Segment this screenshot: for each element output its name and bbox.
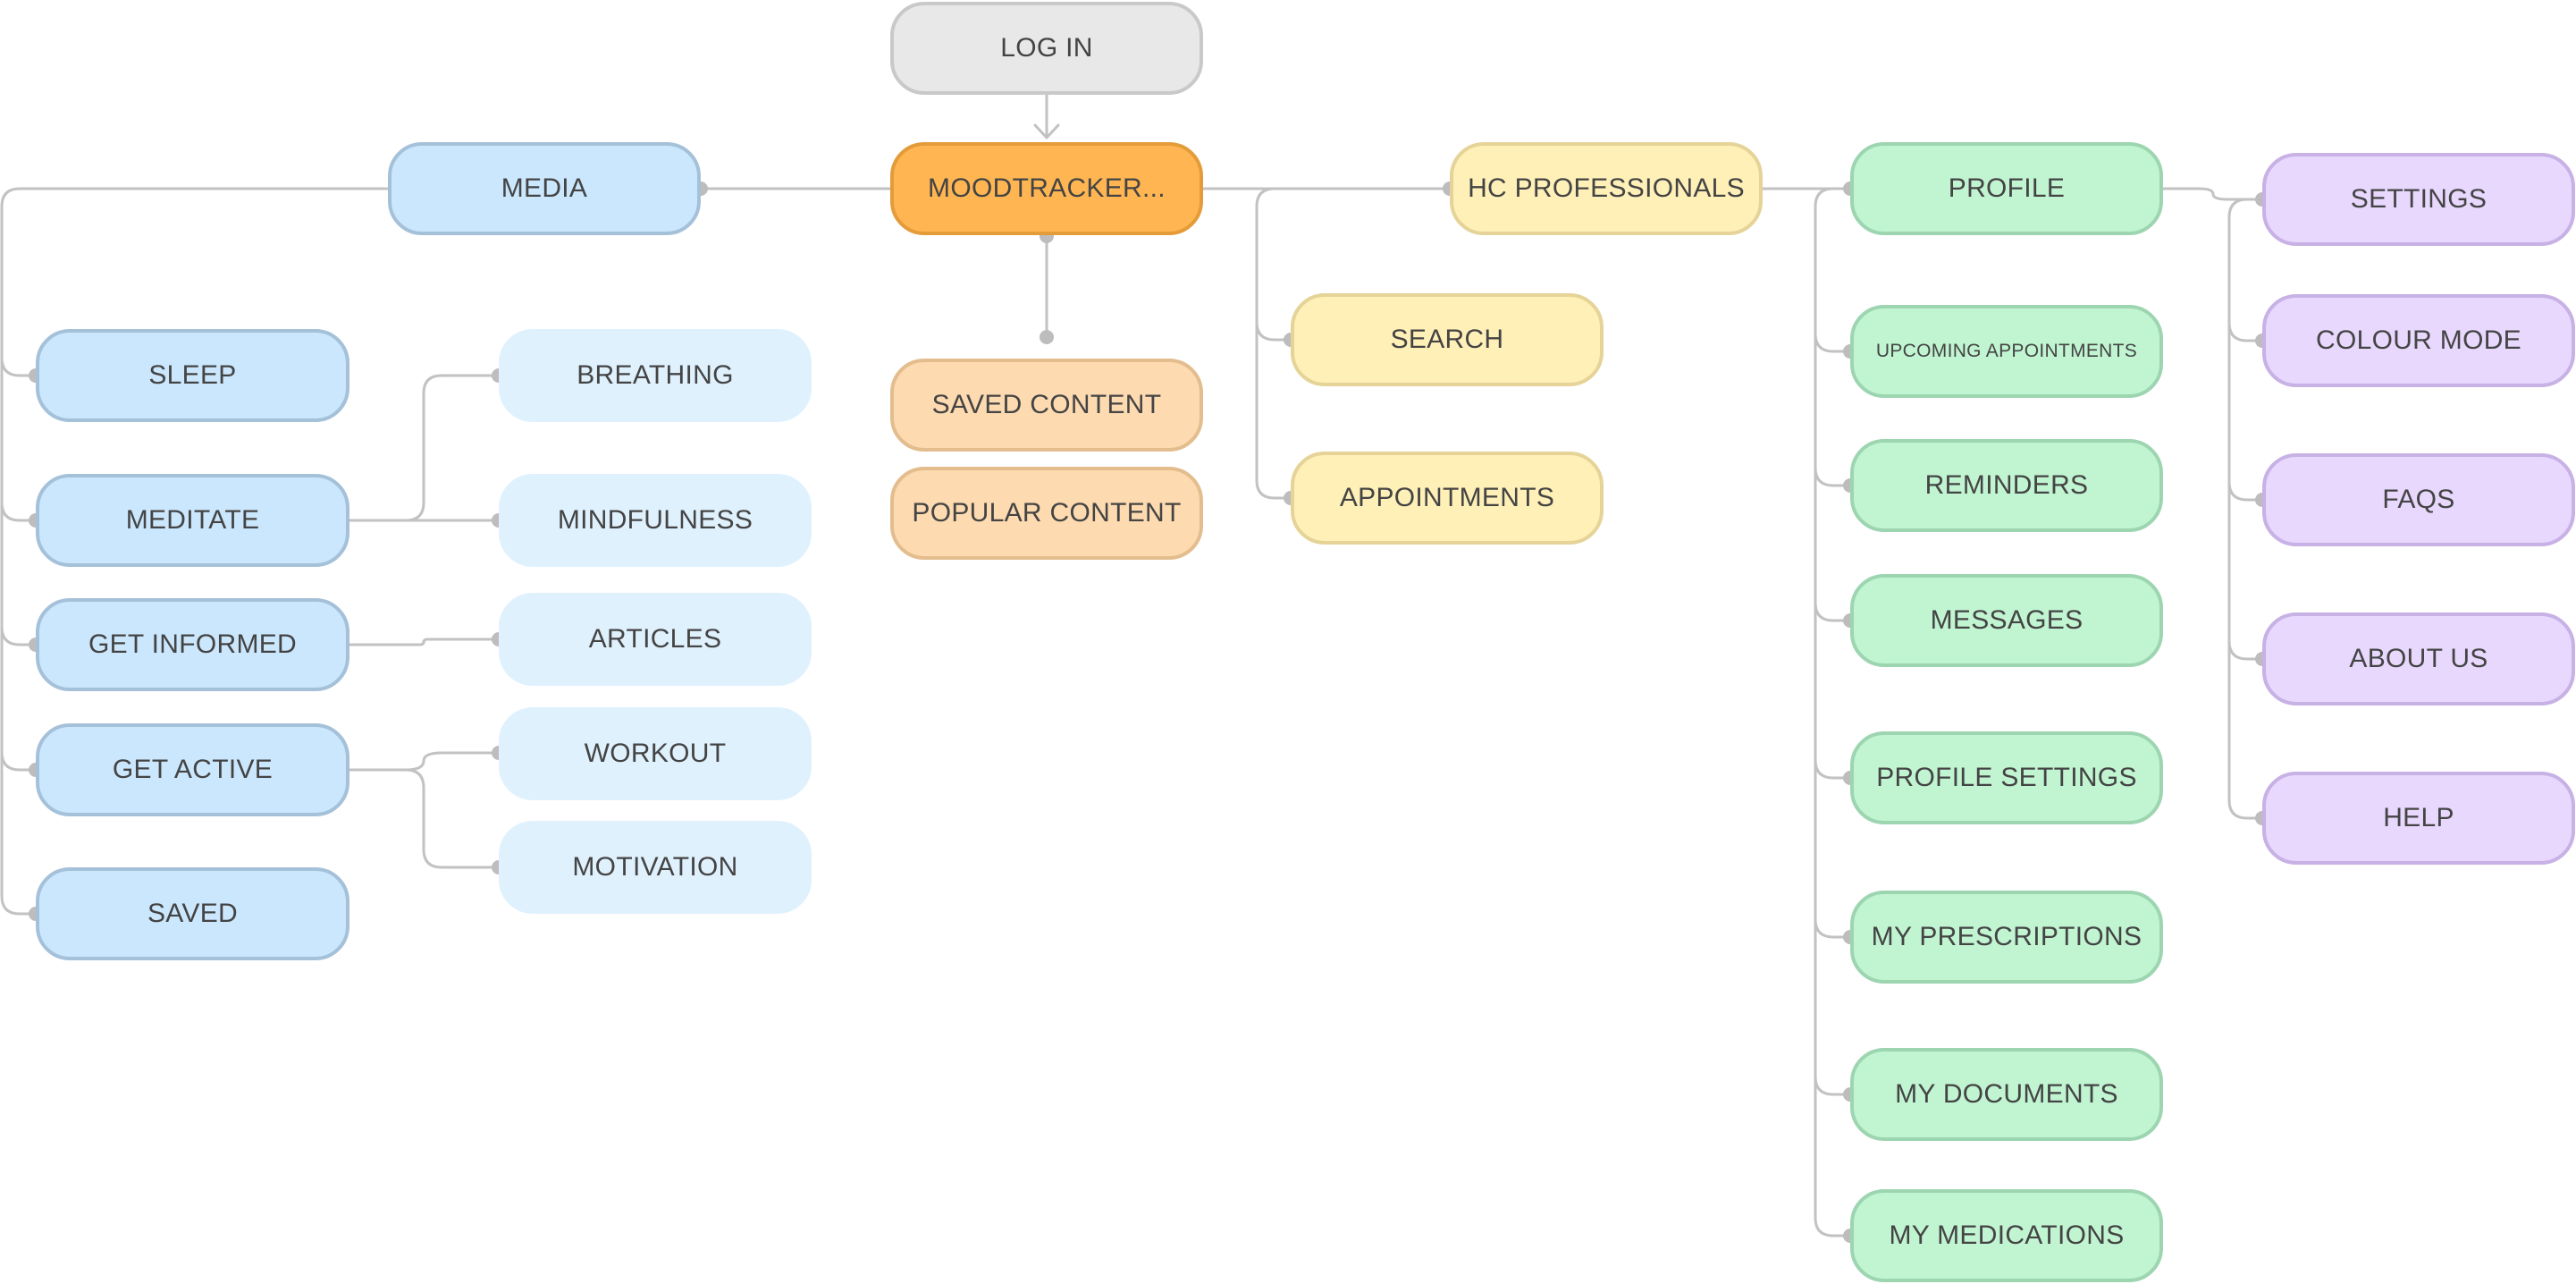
- node-faqs[interactable]: FAQS: [2262, 453, 2575, 546]
- connector-profile-messages: [1814, 601, 1852, 622]
- node-label: PROFILE: [1948, 173, 2066, 203]
- node-motivation[interactable]: MOTIVATION: [499, 821, 812, 914]
- connector-settings-about-us: [2227, 639, 2264, 661]
- node-label: ARTICLES: [588, 624, 722, 654]
- connector-get-informed-articles: [348, 638, 501, 646]
- node-label: SAVED: [147, 899, 238, 928]
- node-messages[interactable]: MESSAGES: [1850, 574, 2163, 667]
- node-meditate[interactable]: MEDITATE: [36, 474, 349, 567]
- arrowhead: [1033, 123, 1060, 139]
- node-mindfulness[interactable]: MINDFULNESS: [499, 474, 812, 567]
- connector-settings-faqs: [2227, 480, 2264, 502]
- node-label: GET ACTIVE: [112, 755, 274, 784]
- connector-profile-documents: [1814, 1075, 1852, 1096]
- node-label: MEDITATE: [125, 505, 260, 535]
- connector-media-sleep: [0, 356, 38, 377]
- node-label: HELP: [2383, 803, 2454, 832]
- node-label: MY MEDICATIONS: [1889, 1221, 2125, 1250]
- node-moodtracker[interactable]: MOODTRACKER...: [890, 142, 1203, 235]
- node-hc-professionals[interactable]: HC PROFESSIONALS: [1450, 142, 1763, 235]
- node-label: SEARCH: [1390, 325, 1504, 354]
- node-settings[interactable]: SETTINGS: [2262, 153, 2575, 246]
- node-my-prescriptions[interactable]: MY PRESCRIPTIONS: [1850, 891, 2163, 984]
- node-label: REMINDERS: [1924, 470, 2089, 500]
- connector-settings-colour-mode: [2227, 321, 2264, 342]
- node-breathing[interactable]: BREATHING: [499, 329, 812, 422]
- node-label: ABOUT US: [2349, 644, 2488, 673]
- node-log-in[interactable]: LOG IN: [890, 2, 1203, 95]
- node-saved-content[interactable]: SAVED CONTENT: [890, 359, 1203, 452]
- connector-media-spine: [0, 187, 390, 916]
- node-label: GET INFORMED: [88, 629, 298, 659]
- connector-profile-upcoming: [1814, 332, 1852, 353]
- connector-dot: [1040, 330, 1054, 344]
- node-sleep[interactable]: SLEEP: [36, 329, 349, 422]
- node-label: MESSAGES: [1930, 605, 2084, 635]
- node-label: MOTIVATION: [572, 852, 738, 882]
- node-colour-mode[interactable]: COLOUR MODE: [2262, 294, 2575, 387]
- node-profile-settings[interactable]: PROFILE SETTINGS: [1850, 731, 2163, 824]
- node-label: BREATHING: [577, 360, 734, 390]
- node-about-us[interactable]: ABOUT US: [2262, 612, 2575, 705]
- connector-settings-spine: [2227, 198, 2264, 820]
- node-label: SLEEP: [148, 360, 237, 390]
- node-appointments[interactable]: APPOINTMENTS: [1291, 452, 1604, 545]
- node-label: PROFILE SETTINGS: [1876, 763, 2137, 792]
- connector-hc-search: [1255, 320, 1292, 342]
- node-label: WORKOUT: [584, 739, 727, 768]
- connector-media-get-active: [0, 750, 38, 772]
- node-label: MY PRESCRIPTIONS: [1871, 922, 2142, 951]
- node-label: APPOINTMENTS: [1339, 483, 1555, 512]
- node-label: FAQS: [2382, 485, 2455, 514]
- node-upcoming-appointments[interactable]: UPCOMING APPOINTMENTS: [1850, 305, 2163, 398]
- node-my-medications[interactable]: MY MEDICATIONS: [1850, 1189, 2163, 1282]
- node-media[interactable]: MEDIA: [388, 142, 701, 235]
- node-profile[interactable]: PROFILE: [1850, 142, 2163, 235]
- node-label: UPCOMING APPOINTMENTS: [1875, 341, 2138, 361]
- node-label: SAVED CONTENT: [931, 390, 1162, 419]
- node-my-documents[interactable]: MY DOCUMENTS: [1850, 1048, 2163, 1141]
- node-help[interactable]: HELP: [2262, 772, 2575, 865]
- connector-profile-reminders: [1814, 466, 1852, 487]
- node-label: SETTINGS: [2350, 184, 2488, 214]
- node-label: POPULAR CONTENT: [912, 498, 1182, 528]
- connector-profile-settings: [2161, 187, 2264, 201]
- connector-hc-spine: [1255, 187, 1452, 500]
- node-saved[interactable]: SAVED: [36, 867, 349, 960]
- node-articles[interactable]: ARTICLES: [499, 593, 812, 686]
- connector-get-active-workout: [348, 751, 501, 772]
- node-get-informed[interactable]: GET INFORMED: [36, 598, 349, 691]
- node-label: LOG IN: [1000, 33, 1093, 63]
- connector-media-get-informed: [0, 625, 38, 646]
- node-label: MEDIA: [501, 173, 588, 203]
- connector-media-meditate: [0, 501, 38, 522]
- connector-profile-prescriptions: [1814, 917, 1852, 939]
- node-popular-content[interactable]: POPULAR CONTENT: [890, 467, 1203, 560]
- connector-profile-profile-settings: [1814, 758, 1852, 780]
- node-label: MINDFULNESS: [557, 505, 753, 535]
- connector-profile-spine: [1814, 187, 1852, 1238]
- node-get-active[interactable]: GET ACTIVE: [36, 723, 349, 816]
- node-label: MY DOCUMENTS: [1895, 1079, 2118, 1109]
- connector-get-active-motivation: [348, 768, 501, 869]
- node-label: HC PROFESSIONALS: [1468, 173, 1745, 203]
- node-workout[interactable]: WORKOUT: [499, 707, 812, 800]
- node-label: COLOUR MODE: [2316, 325, 2521, 355]
- node-reminders[interactable]: REMINDERS: [1850, 439, 2163, 532]
- node-label: MOODTRACKER...: [928, 173, 1166, 203]
- connector-meditate-breathing: [348, 374, 501, 522]
- node-search[interactable]: SEARCH: [1291, 293, 1604, 386]
